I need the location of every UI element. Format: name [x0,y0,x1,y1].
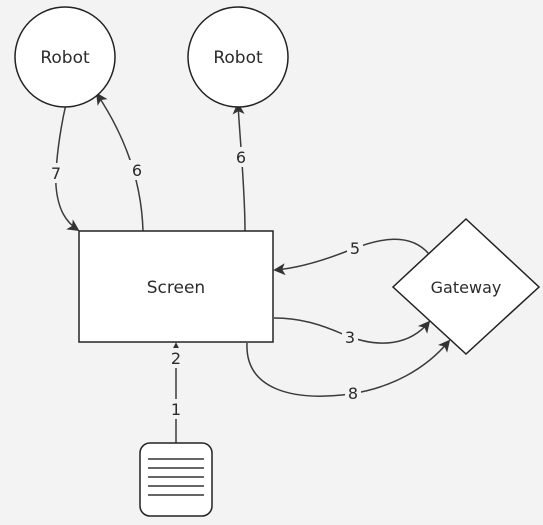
edge-label-6-right-text: 6 [236,148,246,167]
document-text-lines [148,458,204,496]
robot-right-circle [187,6,289,108]
robot-right-label: Robot [213,48,263,68]
edge-label-5-text: 5 [350,239,360,258]
edge-label-5: 5 [347,238,363,258]
edge-screen-to-robot-right-6[interactable] [232,102,246,232]
robot-left-label: Robot [40,48,90,68]
edge-label-7-text: 7 [51,164,61,183]
edge-robot-left-to-screen-7[interactable] [55,103,80,231]
robot-left-circle [14,6,116,108]
screen-node[interactable]: Screen [78,230,274,343]
edge-label-8: 8 [345,383,361,403]
edge-label-3-text: 3 [345,328,355,347]
edge-label-3: 3 [342,327,358,347]
document-lines-icon [139,442,213,517]
screen-rect [78,230,274,343]
gateway-node[interactable]: Gateway [391,217,541,356]
edge-label-7: 7 [48,163,64,183]
edge-label-6-left: 6 [129,160,145,180]
edge-label-1-text: 1 [171,400,181,419]
gateway-label: Gateway [431,278,502,297]
edge-label-8-text: 8 [348,384,358,403]
edge-label-6-left-text: 6 [132,161,142,180]
robot-node-left[interactable]: Robot [14,6,116,108]
document-node[interactable] [139,442,213,517]
gateway-diamond [391,217,541,356]
edge-label-2: 2 [168,348,184,368]
edge-label-2-text: 2 [171,349,181,368]
robot-node-right[interactable]: Robot [187,6,289,108]
edge-label-1: 1 [168,399,184,419]
edge-labels-layer: 1 2 3 5 6 7 6 8 [48,147,363,419]
screen-label: Screen [147,278,205,298]
edge-label-6-right: 6 [233,147,249,167]
nodes-layer: Robot Robot Screen Gateway [14,6,541,517]
